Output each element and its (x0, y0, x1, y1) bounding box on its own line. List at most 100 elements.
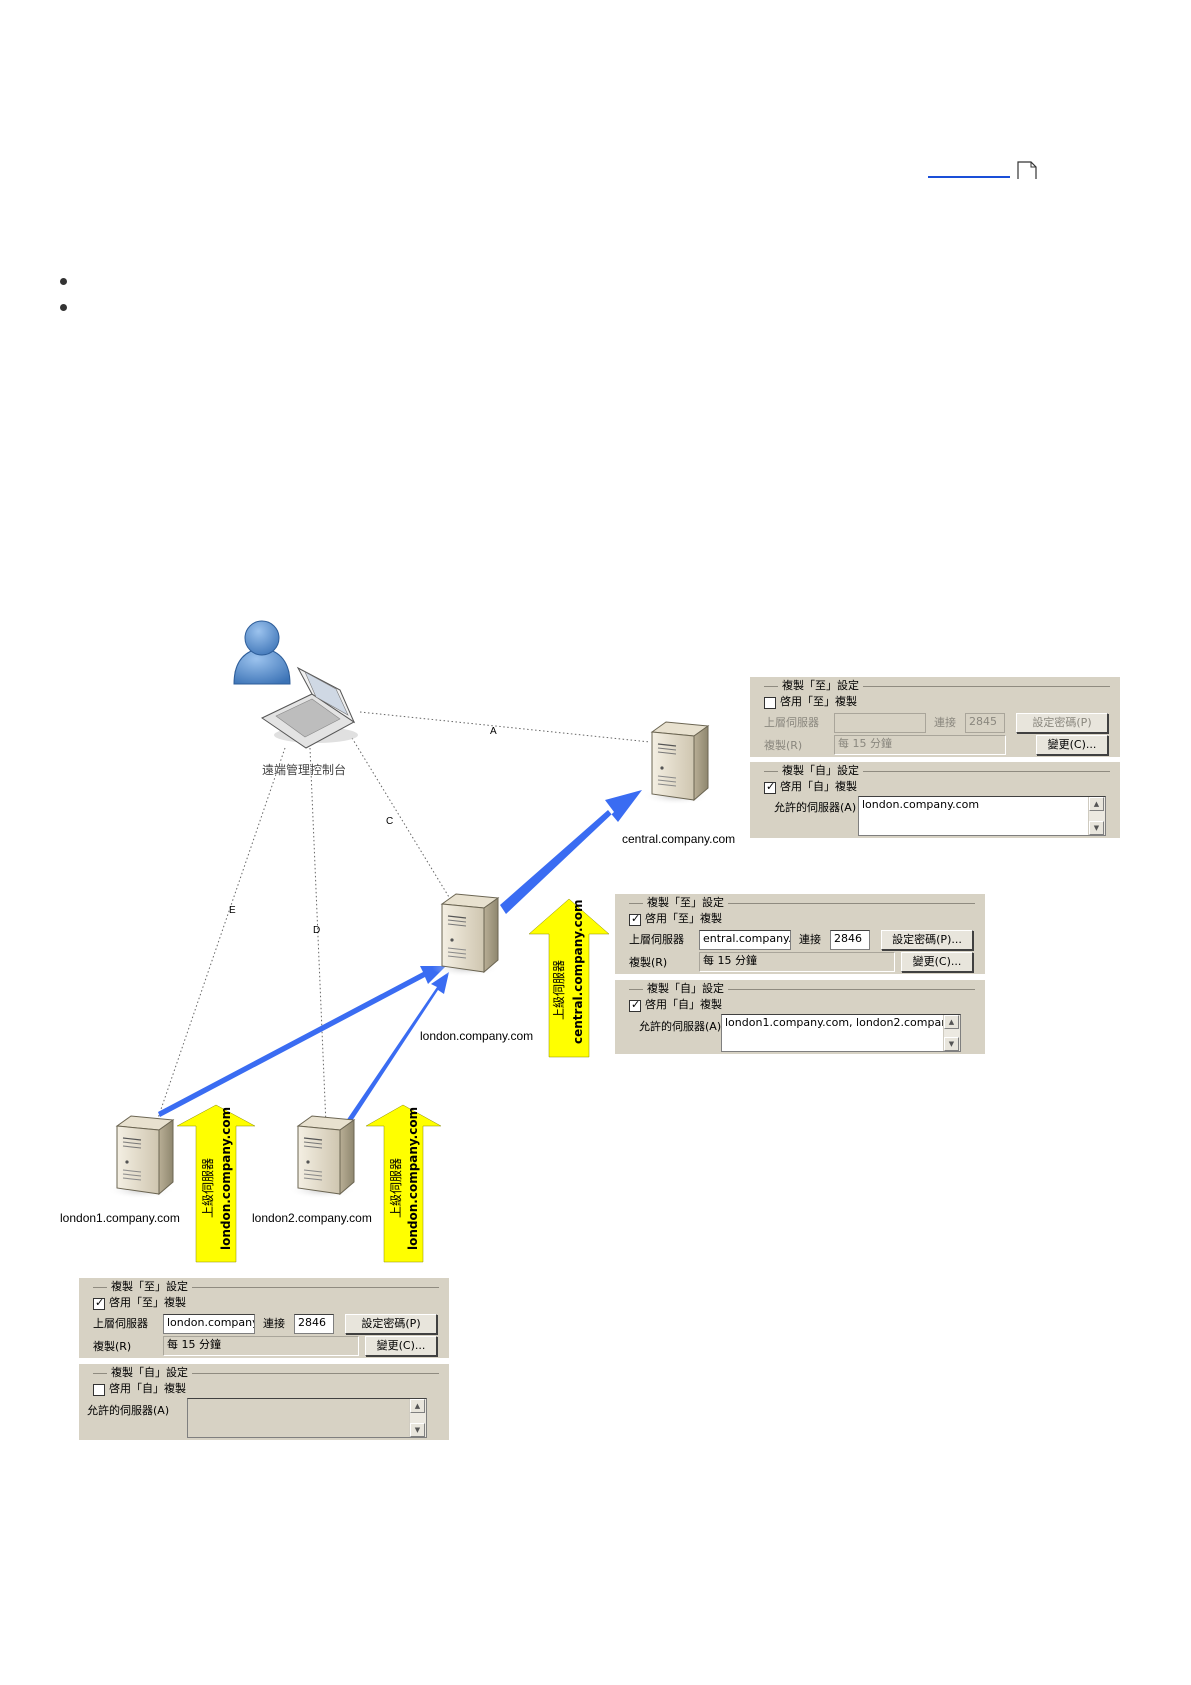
scroll-up-icon[interactable]: ▲ (944, 1015, 959, 1029)
up-arrow-london1-label-top: 上級伺服器 (201, 1158, 215, 1218)
to-settings-legend: 複製「至」設定 (107, 1280, 192, 1293)
replication-arrows (158, 790, 642, 1124)
upper-server-label: 上層伺服器 (93, 1317, 148, 1330)
from-settings-legend: 複製「自」設定 (778, 764, 863, 777)
set-password-button[interactable]: 設定密碼(P)... (881, 930, 973, 950)
server-icon-london2 (287, 1115, 357, 1200)
checkbox-icon: ✓ (95, 1296, 105, 1309)
up-arrow-london2-label-top: 上級伺服器 (389, 1158, 403, 1218)
list-bullet (60, 278, 67, 285)
up-arrow-london-label-top: 上級伺服器 (552, 960, 566, 1020)
upper-server-label: 上層伺服器 (764, 716, 819, 729)
scrollbar[interactable]: ▲ ▼ (943, 1015, 960, 1051)
enable-from-label: 啓用「自」複製 (109, 1382, 186, 1395)
london1-from-settings-panel: 複製「自」設定 啓用「自」複製 允許的伺服器(A) ▲ ▼ (79, 1364, 449, 1440)
server-label-london1: london1.company.com (60, 1211, 180, 1225)
up-arrow-london2 (365, 1104, 442, 1263)
upper-server-label: 上層伺服器 (629, 933, 684, 946)
arrow-london2-to-london (346, 972, 449, 1124)
replicate-label: 複製(R) (629, 956, 668, 969)
allowed-servers-label: 允許的伺服器(A) (639, 1020, 722, 1033)
scroll-up-icon[interactable]: ▲ (410, 1399, 425, 1413)
allowed-servers-label: 允許的伺服器(A) (774, 801, 857, 814)
server-label-central: central.company.com (622, 832, 735, 846)
port-label: 連接 (799, 933, 821, 946)
allowed-servers-label: 允許的伺服器(A) (87, 1404, 170, 1417)
replicate-interval-field: 每 15 分鐘 (834, 735, 1006, 755)
scroll-down-icon[interactable]: ▼ (944, 1037, 959, 1051)
to-settings-legend: 複製「至」設定 (778, 679, 863, 692)
replicate-interval-field: 每 15 分鐘 (699, 952, 895, 972)
upper-server-input[interactable] (834, 713, 926, 733)
checkbox-icon: ✓ (766, 780, 776, 793)
scroll-up-icon[interactable]: ▲ (1089, 797, 1104, 811)
set-password-button[interactable]: 設定密碼(P) (345, 1314, 437, 1334)
enable-to-checkbox[interactable]: ✓ (629, 912, 641, 926)
enable-from-checkbox[interactable] (93, 1384, 105, 1396)
port-input[interactable]: 2846 (294, 1314, 334, 1334)
enable-to-label: 啓用「至」複製 (109, 1296, 186, 1309)
from-settings-legend: 複製「自」設定 (643, 982, 728, 995)
arrow-london1-to-london (158, 966, 446, 1117)
up-arrow-london1-label-bottom: london.company.com (219, 1107, 233, 1250)
enable-to-checkbox[interactable]: ✓ (93, 1296, 105, 1310)
replicate-label: 複製(R) (764, 739, 803, 752)
document-link[interactable] (928, 160, 1010, 178)
london-from-settings-panel: 複製「自」設定 ✓ 啓用「自」複製 允許的伺服器(A) london1.comp… (615, 980, 985, 1054)
enable-from-checkbox[interactable]: ✓ (764, 780, 776, 794)
change-button[interactable]: 變更(C)... (365, 1336, 437, 1356)
connection-label-c: C (386, 816, 393, 827)
scrollbar[interactable]: ▲ ▼ (409, 1399, 426, 1437)
enable-from-checkbox[interactable]: ✓ (629, 998, 641, 1012)
server-icon-london1 (106, 1115, 176, 1200)
list-bullet (60, 304, 67, 311)
laptop-icon (261, 666, 358, 749)
connection-lines (157, 711, 651, 1126)
up-arrow-london2-label-bottom: london.company.com (406, 1107, 420, 1250)
port-input[interactable]: 2845 (965, 713, 1005, 733)
upper-server-input[interactable]: entral.company.com (699, 930, 791, 950)
allowed-servers-input[interactable]: london1.company.com, london2.company.com… (721, 1014, 961, 1052)
console-label: 遠端管理控制台 (262, 762, 346, 777)
connection-label-d: D (313, 925, 320, 936)
enable-from-label: 啓用「自」複製 (645, 998, 722, 1011)
arrow-london-to-central (500, 790, 642, 914)
from-settings-legend: 複製「自」設定 (107, 1366, 192, 1379)
scrollbar[interactable]: ▲ ▼ (1088, 797, 1105, 835)
central-from-settings-panel: 複製「自」設定 ✓ 啓用「自」複製 允許的伺服器(A) london.compa… (750, 762, 1120, 838)
port-label: 連接 (934, 716, 956, 729)
server-icon-london (431, 893, 501, 978)
up-arrow-london (528, 898, 610, 1058)
user-icon (233, 620, 291, 685)
enable-to-label: 啓用「至」複製 (780, 695, 857, 708)
up-arrow-london1 (176, 1104, 256, 1263)
upper-server-input[interactable]: london.company.cor (163, 1314, 255, 1334)
allowed-servers-value: london1.company.com, london2.company.com (725, 1016, 961, 1029)
connection-line-d (309, 747, 327, 1126)
allowed-servers-input[interactable]: ▲ ▼ (187, 1398, 427, 1438)
connection-line-e (157, 747, 286, 1119)
scroll-down-icon[interactable]: ▼ (410, 1423, 425, 1437)
server-label-london2: london2.company.com (252, 1211, 372, 1225)
change-button[interactable]: 變更(C)... (1036, 735, 1108, 755)
connection-line-a (359, 711, 651, 743)
enable-to-label: 啓用「至」複製 (645, 912, 722, 925)
central-to-settings-panel: 複製「至」設定 啓用「至」複製 上層伺服器 連接 2845 設定密碼(P) 複製… (750, 677, 1120, 757)
port-input[interactable]: 2846 (830, 930, 870, 950)
port-label: 連接 (263, 1317, 285, 1330)
checkbox-icon: ✓ (631, 998, 641, 1011)
connection-label-e: E (229, 905, 236, 916)
replicate-interval-field: 每 15 分鐘 (163, 1336, 359, 1356)
change-button[interactable]: 變更(C)... (901, 952, 973, 972)
checkbox-icon: ✓ (631, 912, 641, 925)
allowed-servers-input[interactable]: london.company.com ▲ ▼ (858, 796, 1106, 836)
scroll-down-icon[interactable]: ▼ (1089, 821, 1104, 835)
up-arrows (176, 898, 610, 1263)
enable-to-checkbox[interactable] (764, 697, 776, 709)
connection-line-c (351, 737, 453, 903)
set-password-button[interactable]: 設定密碼(P) (1016, 713, 1108, 733)
london-to-settings-panel: 複製「至」設定 ✓ 啓用「至」複製 上層伺服器 entral.company.c… (615, 894, 985, 974)
server-label-london: london.company.com (420, 1029, 533, 1043)
to-settings-legend: 複製「至」設定 (643, 896, 728, 909)
